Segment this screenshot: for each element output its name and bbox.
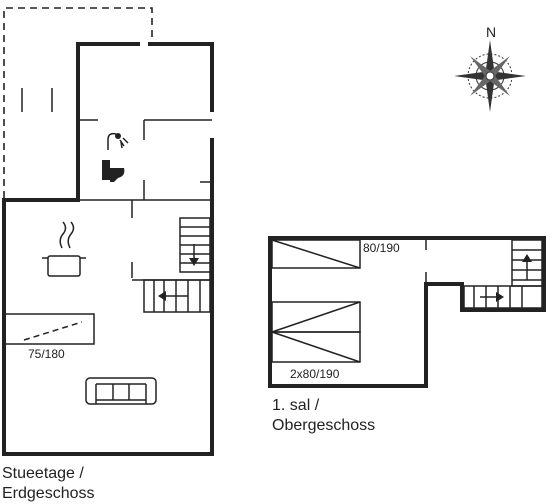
stairs-arrow-icon bbox=[480, 254, 532, 302]
outer-wall bbox=[2, 138, 214, 456]
terrace-outline bbox=[3, 7, 153, 198]
stairs-upper bbox=[463, 239, 543, 309]
stairs-arrow-icon bbox=[158, 244, 199, 301]
outer-wall bbox=[268, 236, 546, 388]
bed-size-label: 2x80/190 bbox=[290, 367, 340, 381]
bed bbox=[271, 239, 361, 269]
ground-floor-plan: 75/180 Stueetage / Erdgeschoss bbox=[2, 7, 214, 502]
outer-wall bbox=[148, 42, 214, 112]
upper-floor-plan: 80/190 2x80/190 bbox=[268, 236, 546, 434]
cooking-pot-icon bbox=[42, 221, 86, 277]
toilet-icon bbox=[102, 160, 125, 182]
ground-floor-caption: Stueetage / bbox=[2, 465, 84, 482]
shower-icon bbox=[107, 132, 129, 150]
upper-floor-caption: Obergeschoss bbox=[272, 417, 375, 434]
bed-size-label: 80/190 bbox=[363, 241, 400, 255]
stairs-ground bbox=[132, 217, 211, 313]
compass-rose-icon bbox=[454, 40, 526, 112]
outer-wall bbox=[2, 42, 140, 202]
bed-size-label: 75/180 bbox=[28, 347, 65, 361]
upper-floor-caption: 1. sal / bbox=[272, 397, 320, 414]
sofa-icon bbox=[85, 377, 157, 405]
sofa-bed bbox=[3, 313, 95, 345]
ground-floor-caption: Erdgeschoss bbox=[2, 485, 95, 502]
bed bbox=[271, 301, 361, 363]
compass-north-label: N bbox=[486, 24, 496, 40]
